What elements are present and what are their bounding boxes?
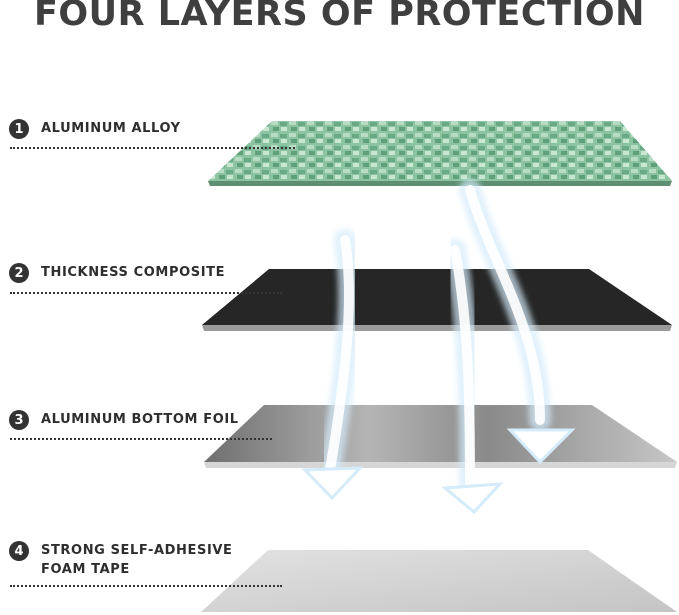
- alloy-layer: [208, 121, 672, 186]
- number-badge-2: 2: [9, 263, 29, 283]
- layer-label-aluminum-bottom-foil: 3 ALUMINUM BOTTOM FOIL: [9, 410, 239, 430]
- layer-name: STRONG SELF-ADHESIVE FOAM TAPE: [41, 543, 233, 577]
- number-badge-1: 1: [9, 119, 29, 139]
- leader-line-2: [10, 292, 282, 294]
- number-badge-3: 3: [9, 410, 29, 430]
- leader-line-3: [10, 438, 272, 440]
- layer-label-aluminum-alloy: 1 ALUMINUM ALLOY: [9, 119, 181, 139]
- arrow-center-icon: [441, 239, 504, 515]
- layer-label-foam-tape: 4 STRONG SELF-ADHESIVE FOAM TAPE: [9, 541, 233, 579]
- composite-layer: [202, 269, 672, 331]
- leader-line-4: [10, 585, 282, 587]
- heat-arrows: [301, 179, 576, 515]
- layer-name: THICKNESS COMPOSITE: [41, 265, 226, 280]
- arrow-left-icon: [301, 229, 364, 501]
- foil-layer: [204, 405, 677, 468]
- number-badge-4: 4: [9, 541, 29, 561]
- page-title: FOUR LAYERS OF PROTECTION: [34, 0, 645, 34]
- layer-name: ALUMINUM BOTTOM FOIL: [41, 412, 239, 427]
- layer-label-thickness-composite: 2 THICKNESS COMPOSITE: [9, 263, 225, 283]
- foam-layer: [201, 550, 677, 612]
- layer-name: ALUMINUM ALLOY: [41, 121, 181, 136]
- arrow-right-icon: [459, 179, 576, 465]
- leader-line-1: [10, 147, 295, 149]
